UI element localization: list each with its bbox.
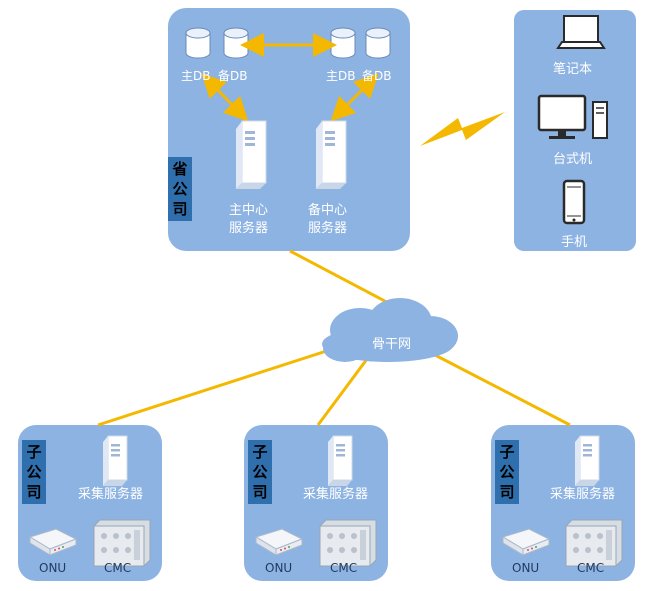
desktop-label: 台式机 xyxy=(553,152,593,167)
link-backbone-sub1 xyxy=(97,343,346,427)
subsidiary-tag-char: 司 xyxy=(499,483,515,501)
onu-label-2: ONU xyxy=(265,561,293,575)
subsidiary-tag-char: 司 xyxy=(252,483,268,501)
subsidiary-tag-char: 子 xyxy=(26,443,42,461)
subsidiary-tag-char: 公 xyxy=(252,463,268,481)
province-tag-char: 省 xyxy=(172,160,188,178)
cmc-label-2: CMC xyxy=(330,561,358,575)
backup-db-icon-left xyxy=(223,27,249,59)
main-center-server-label: 主中心 服务器 xyxy=(229,202,268,238)
onu-icon-2 xyxy=(255,528,303,556)
subsidiary-tag-2: 子 公 司 xyxy=(248,440,272,504)
cmc-label-3: CMC xyxy=(577,561,605,575)
cmc-icon-1 xyxy=(93,519,151,567)
collector-server-label-2: 采集服务器 xyxy=(303,487,369,502)
main-center-server-label-line: 主中心 xyxy=(229,203,269,218)
laptop-icon xyxy=(556,15,606,49)
collector-server-icon-2 xyxy=(327,435,353,487)
collector-server-icon-3 xyxy=(574,435,600,487)
main-center-server-icon xyxy=(235,120,267,190)
link-backbone-sub2 xyxy=(316,354,372,426)
master-db-label-right: 主DB xyxy=(326,69,356,83)
province-tag: 省 公 司 xyxy=(168,157,192,221)
collector-server-icon-1 xyxy=(102,435,128,487)
backup-db-label-left: 备DB xyxy=(218,69,248,83)
province-tag-char: 司 xyxy=(172,200,188,218)
onu-icon-1 xyxy=(29,528,77,556)
master-db-icon-left xyxy=(185,27,211,59)
master-db-label-left: 主DB xyxy=(181,69,211,83)
cmc-icon-2 xyxy=(319,519,377,567)
link-province-backbone xyxy=(289,249,399,310)
onu-label-1: ONU xyxy=(39,561,67,575)
backbone-label: 骨干网 xyxy=(372,337,412,352)
backup-db-icon-right xyxy=(365,27,391,59)
collector-server-label-3: 采集服务器 xyxy=(550,487,616,502)
phone-label: 手机 xyxy=(561,235,588,250)
subsidiary-tag-char: 公 xyxy=(499,463,515,481)
backup-db-label-right: 备DB xyxy=(362,69,392,83)
subsidiary-tag-3: 子 公 司 xyxy=(495,440,519,504)
onu-label-3: ONU xyxy=(512,561,540,575)
link-backbone-sub3 xyxy=(434,353,571,427)
phone-icon xyxy=(562,179,586,225)
backup-center-server-label-line: 服务器 xyxy=(308,221,348,236)
onu-icon-3 xyxy=(502,528,550,556)
subsidiary-tag-1: 子 公 司 xyxy=(22,440,46,504)
subsidiary-tag-char: 公 xyxy=(26,463,42,481)
network-links xyxy=(97,249,571,427)
wireless-lightning-icon xyxy=(420,112,505,146)
cmc-icon-3 xyxy=(565,519,623,567)
subsidiary-tag-char: 子 xyxy=(499,443,515,461)
subsidiary-tag-char: 司 xyxy=(26,483,42,501)
cmc-label-1: CMC xyxy=(104,561,132,575)
backup-center-server-label: 备中心 服务器 xyxy=(308,202,347,238)
backup-center-server-icon xyxy=(315,120,347,190)
desktop-icon xyxy=(537,94,608,139)
main-server-db-arrow xyxy=(201,73,249,122)
backup-server-db-arrow xyxy=(330,73,379,122)
laptop-label: 笔记本 xyxy=(553,62,593,77)
collector-server-label-1: 采集服务器 xyxy=(78,487,144,502)
master-db-icon-right xyxy=(330,27,356,59)
backup-center-server-label-line: 备中心 xyxy=(308,203,348,218)
province-tag-char: 公 xyxy=(172,180,188,198)
backbone-cloud-icon xyxy=(322,298,458,362)
main-center-server-label-line: 服务器 xyxy=(229,221,269,236)
subsidiary-tag-char: 子 xyxy=(252,443,268,461)
